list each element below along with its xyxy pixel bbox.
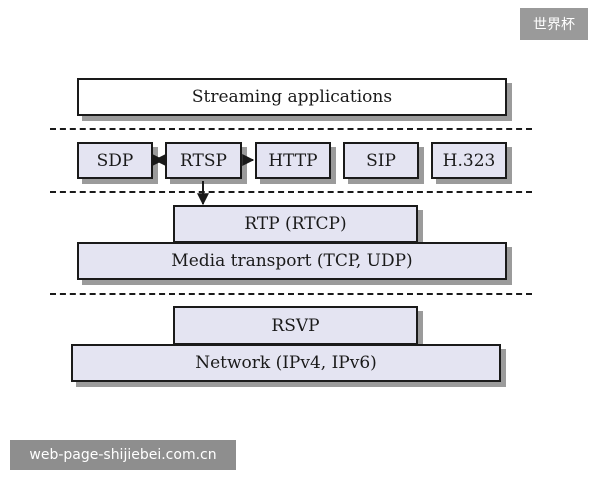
h323-box: H.323 — [431, 142, 507, 179]
network-label: Network (IPv4, IPv6) — [195, 353, 377, 373]
sip-box: SIP — [343, 142, 419, 179]
sdp-box: SDP — [77, 142, 153, 179]
media-transport-label: Media transport (TCP, UDP) — [171, 251, 413, 271]
streaming-applications-box: Streaming applications — [77, 78, 507, 116]
rtp-rtcp-label: RTP (RTCP) — [244, 214, 347, 234]
watermark-url: web-page-shijiebei.com.cn — [10, 440, 236, 470]
layer-divider-3 — [50, 293, 532, 295]
layer-divider-1 — [50, 128, 532, 130]
http-label: HTTP — [268, 150, 318, 171]
layer-divider-2 — [50, 191, 532, 193]
watermark-badge: 世界杯 — [520, 8, 588, 40]
http-box: HTTP — [255, 142, 331, 179]
rsvp-label: RSVP — [271, 315, 320, 336]
network-box: Network (IPv4, IPv6) — [71, 344, 501, 382]
sdp-label: SDP — [96, 150, 134, 171]
rtsp-box: RTSP — [165, 142, 242, 179]
sip-label: SIP — [366, 150, 396, 171]
h323-label: H.323 — [442, 150, 496, 171]
rsvp-box: RSVP — [173, 306, 418, 345]
rtsp-label: RTSP — [180, 150, 227, 171]
streaming-applications-label: Streaming applications — [191, 87, 393, 107]
rtp-rtcp-box: RTP (RTCP) — [173, 205, 418, 243]
media-transport-box: Media transport (TCP, UDP) — [77, 242, 507, 280]
